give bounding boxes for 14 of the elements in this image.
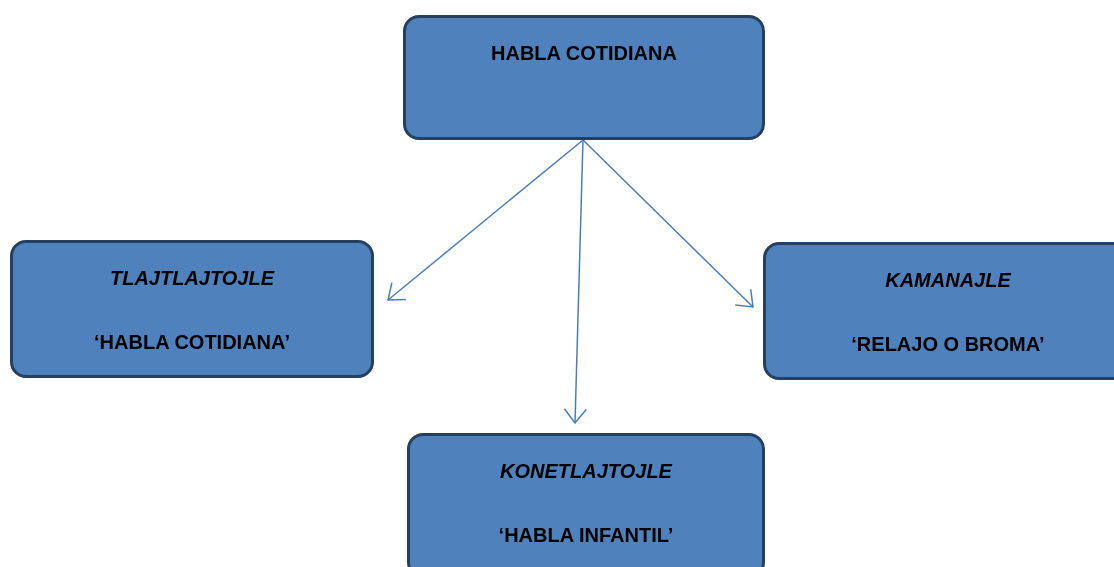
- arrow: [563, 139, 588, 424]
- term-label: KAMANAJLE: [884, 269, 1013, 292]
- term-label: TLAJTLAJTOJLE: [108, 267, 276, 290]
- box-label: ‘HABLA INFANTIL’: [497, 524, 675, 547]
- arrow: [387, 139, 584, 301]
- box-label: ‘RELAJO O BROMA’: [850, 333, 1046, 356]
- process-box: [407, 433, 765, 567]
- box-label: HABLA COTIDIANA: [490, 42, 678, 65]
- term-label: KONETLAJTOJLE: [499, 460, 674, 483]
- process-box: [10, 240, 374, 378]
- process-box: [763, 242, 1114, 380]
- box-label: ‘HABLA COTIDIANA’: [93, 331, 291, 354]
- process-box: [403, 15, 765, 140]
- arrow: [582, 139, 754, 308]
